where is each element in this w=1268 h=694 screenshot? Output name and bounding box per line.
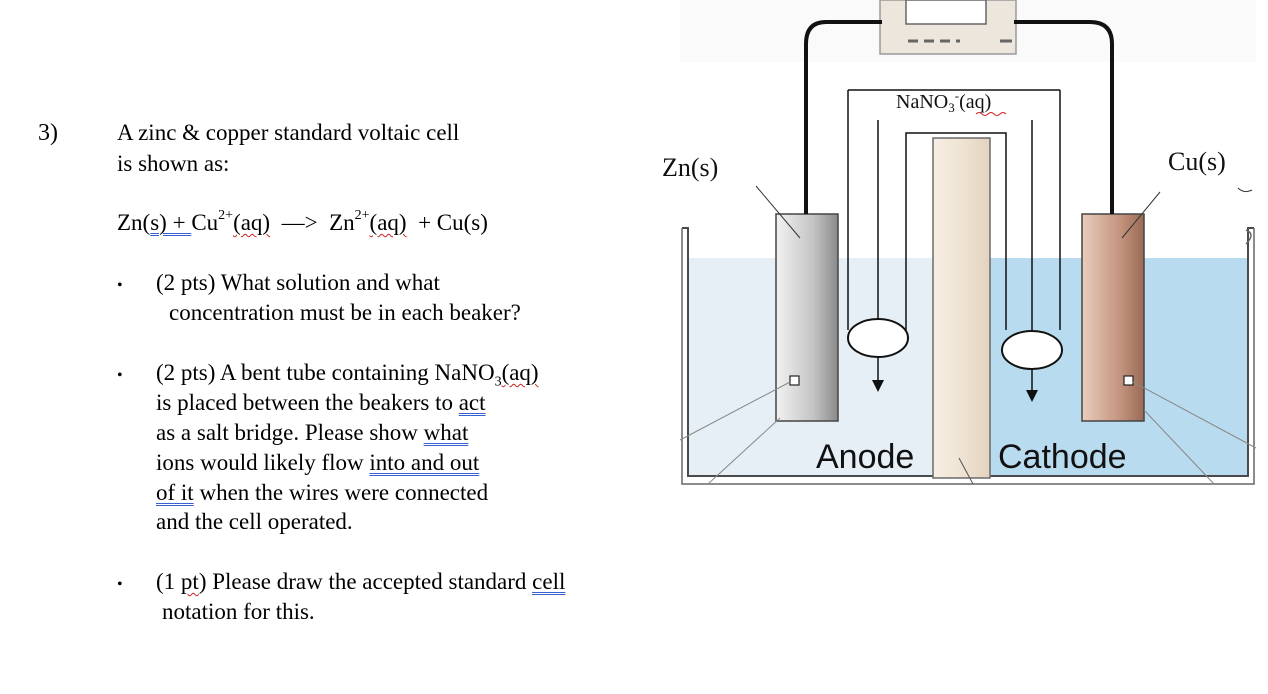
barrier-pointer [958, 457, 974, 485]
bullet2-line5-underlined: of it [156, 480, 194, 505]
bullet-marker-2: • [117, 367, 123, 384]
salt-bridge-state: (aq) [959, 91, 991, 113]
bullet2-subscript: 3 [494, 374, 502, 390]
reaction-cu-ion: Cu [191, 210, 219, 235]
zn-pointer [755, 185, 801, 239]
bullet2-line-1: (2 pts) A bent tube containing NaNO3(aq) [156, 358, 539, 390]
bullet1-line-1: (2 pts) What solution and what [156, 270, 440, 295]
right-solution-pointer-2 [1143, 409, 1215, 485]
bullet2-line-2: is placed between the beakers to act [156, 388, 486, 418]
question-number: 3) [38, 120, 58, 146]
oval-left [847, 318, 909, 358]
reaction-arrow: —> [281, 210, 318, 235]
anode-label: Anode [816, 438, 914, 476]
porous-barrier [932, 137, 991, 479]
copper-marker [1123, 375, 1134, 386]
zinc-marker [789, 375, 800, 386]
voltmeter-screen [905, 0, 987, 25]
bullet2-line5-text: when the wires were connected [193, 480, 489, 505]
salt-bridge-sup: - [955, 88, 959, 103]
voltaic-cell-diagram: Zn(s) Cu(s) NaNO3-(aq) Anode Cathode [662, 0, 1257, 485]
bullet2-line4-text: ions would likely flow [156, 450, 370, 475]
cathode-label: Cathode [998, 438, 1127, 476]
bullet3-line1-text-b: ) Please draw the accepted standard [198, 569, 533, 594]
cu-pointer [1121, 191, 1161, 239]
reaction-equation: Zn(s) + Cu2+(aq) —> Zn2+(aq) + Cu(s) [117, 208, 488, 238]
bullet2-line4-underlined: into and out [369, 450, 480, 475]
reaction-zn-charge: 2+ [354, 208, 370, 224]
zn-label: Zn(s) [662, 153, 718, 182]
cu-label: Cu(s) [1168, 147, 1226, 176]
reaction-cu-charge: 2+ [218, 208, 234, 224]
left-solution-pointer-2 [707, 417, 781, 485]
bullet3-pt: pt [180, 569, 199, 594]
bullet2-line-3: as a salt bridge. Please show what [156, 418, 468, 448]
bullet-marker-1: • [117, 277, 123, 294]
reaction-zn-ion: Zn [329, 210, 355, 235]
reaction-zn: Zn( [117, 210, 151, 235]
beaker-spout [1245, 229, 1252, 245]
bullet-marker-3: • [117, 576, 123, 593]
salt-bridge-sub: 3 [948, 100, 955, 115]
bullet3-line1-text-a: (1 [156, 569, 181, 594]
right-solution-pointer-1 [1132, 381, 1257, 449]
wire-left [804, 20, 882, 138]
reaction-zn-ion-state: (aq) [369, 210, 407, 235]
bullet2-line3-text: as a salt bridge. Please show [156, 420, 424, 445]
bullet2-aq: (aq) [501, 360, 539, 385]
bullet2-line2-underlined: act [458, 390, 486, 415]
reaction-product: + Cu(s) [418, 210, 488, 235]
bullet2-line1-text: (2 pts) A bent tube containing NaNO [156, 360, 495, 385]
oval-right [1001, 330, 1063, 370]
arrow-left-head [872, 380, 884, 392]
bullet2-line2-text: is placed between the beakers to [156, 390, 459, 415]
intro-line-1: A zinc & copper standard voltaic cell [117, 120, 460, 145]
arrow-right-head [1026, 390, 1038, 402]
cu-tick-mark [1237, 187, 1253, 193]
bullet2-line-6: and the cell operated. [156, 509, 353, 534]
reaction-zn-state: s) + [150, 210, 192, 235]
bullet3-line-2: notation for this. [162, 599, 315, 624]
wire-right [1014, 20, 1114, 138]
zinc-electrode [775, 213, 839, 422]
intro-line-2: is shown as: [117, 151, 230, 176]
bullet2-line-4: ions would likely flow into and out [156, 448, 479, 478]
salt-bridge-wavy-underline [975, 112, 1007, 116]
salt-bridge-formula: NaNO [896, 91, 948, 113]
bullet2-line-5: of it when the wires were connected [156, 478, 488, 508]
bullet1-line-2: concentration must be in each beaker? [169, 300, 521, 325]
reaction-cu-state: (aq) [233, 210, 271, 235]
salt-bridge-label: NaNO3-(aq) [896, 88, 991, 115]
bullet3-line1-underlined: cell [532, 569, 566, 594]
bullet2-line3-underlined: what [423, 420, 469, 445]
bullet3-line-1: (1 pt) Please draw the accepted standard… [156, 567, 565, 597]
copper-electrode [1081, 213, 1145, 422]
salt-bridge-inner [905, 132, 1007, 330]
beaker-outer-outline [681, 228, 1255, 485]
left-solution-pointer-1 [679, 381, 791, 441]
